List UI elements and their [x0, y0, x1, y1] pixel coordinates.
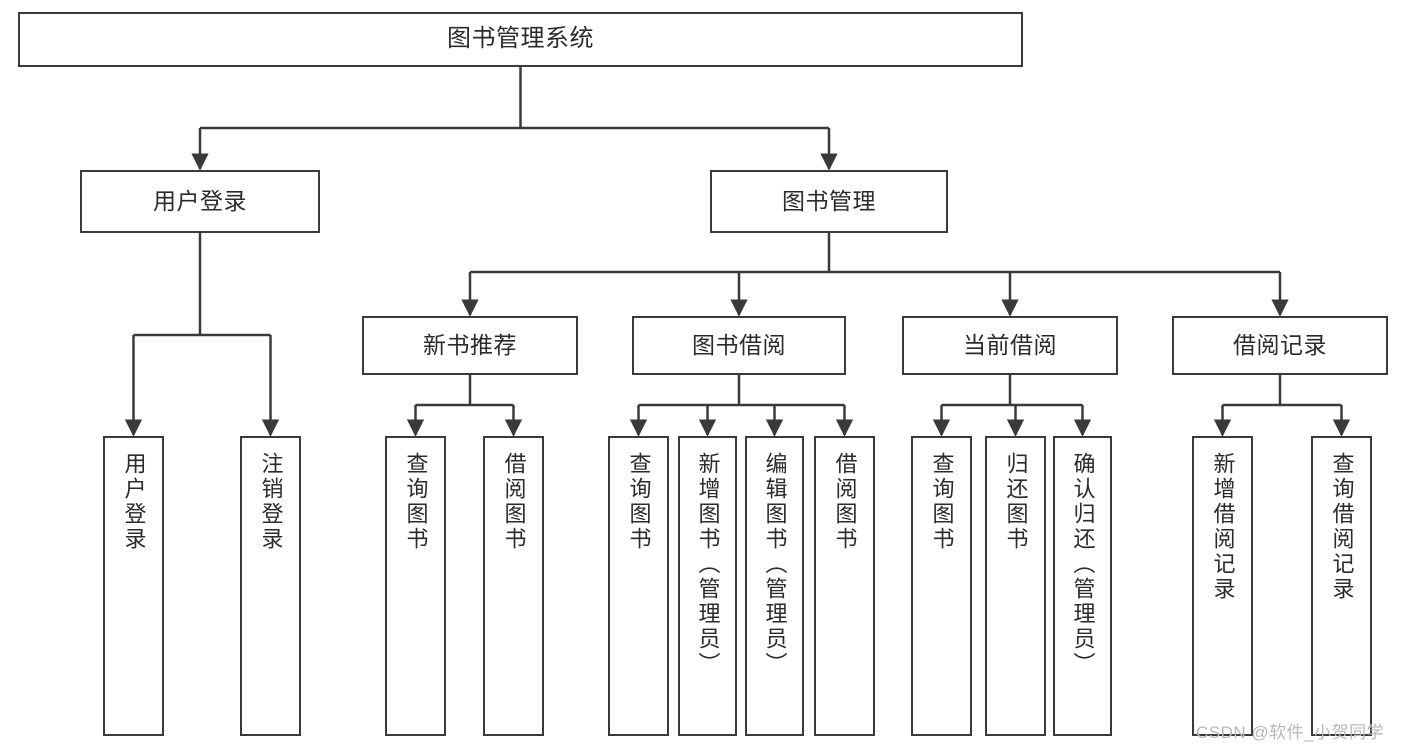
node-borrow[interactable]: 图书借阅 [632, 316, 846, 375]
node-l3[interactable]: 查询图书 [385, 436, 446, 736]
node-label: 注销登录 [258, 452, 284, 552]
node-label: 编辑图书（管理员） [762, 452, 788, 677]
node-label: 新增借阅记录 [1210, 452, 1236, 602]
node-l12[interactable]: 新增借阅记录 [1192, 436, 1253, 736]
watermark-text: CSDN @软件_小贺同学 [1196, 723, 1385, 742]
node-l13[interactable]: 查询借阅记录 [1311, 436, 1372, 736]
node-label: 借阅记录 [1233, 331, 1327, 358]
node-label: 图书借阅 [692, 331, 786, 358]
node-l6[interactable]: 新增图书（管理员） [678, 436, 737, 736]
node-label: 查询图书 [929, 452, 955, 552]
node-label: 新书推荐 [423, 331, 517, 358]
node-l7[interactable]: 编辑图书（管理员） [745, 436, 804, 736]
node-l11[interactable]: 确认归还（管理员） [1053, 436, 1112, 736]
node-l8[interactable]: 借阅图书 [814, 436, 875, 736]
node-label: 借阅图书 [832, 452, 858, 552]
node-newrec[interactable]: 新书推荐 [362, 316, 578, 375]
node-label: 用户登录 [153, 187, 247, 214]
node-login[interactable]: 用户登录 [80, 170, 320, 233]
node-label: 借阅图书 [501, 452, 527, 552]
node-records[interactable]: 借阅记录 [1172, 316, 1388, 375]
node-l2[interactable]: 注销登录 [240, 436, 301, 736]
node-label: 查询借阅记录 [1329, 452, 1355, 602]
node-l1[interactable]: 用户登录 [103, 436, 164, 736]
node-label: 确认归还（管理员） [1070, 452, 1096, 677]
node-label: 图书管理 [782, 187, 876, 214]
node-label: 当前借阅 [963, 331, 1057, 358]
node-current[interactable]: 当前借阅 [902, 316, 1118, 375]
node-label: 归还图书 [1003, 452, 1029, 552]
node-bookmgmt[interactable]: 图书管理 [710, 170, 948, 233]
node-label: 查询图书 [626, 452, 652, 552]
node-l5[interactable]: 查询图书 [608, 436, 669, 736]
node-label: 新增图书（管理员） [695, 452, 721, 677]
node-label: 用户登录 [121, 452, 147, 552]
node-l4[interactable]: 借阅图书 [483, 436, 544, 736]
node-label: 查询图书 [403, 452, 429, 552]
node-root[interactable]: 图书管理系统 [18, 12, 1023, 67]
node-l10[interactable]: 归还图书 [985, 436, 1046, 736]
node-l9[interactable]: 查询图书 [911, 436, 972, 736]
node-label: 图书管理系统 [447, 25, 594, 53]
